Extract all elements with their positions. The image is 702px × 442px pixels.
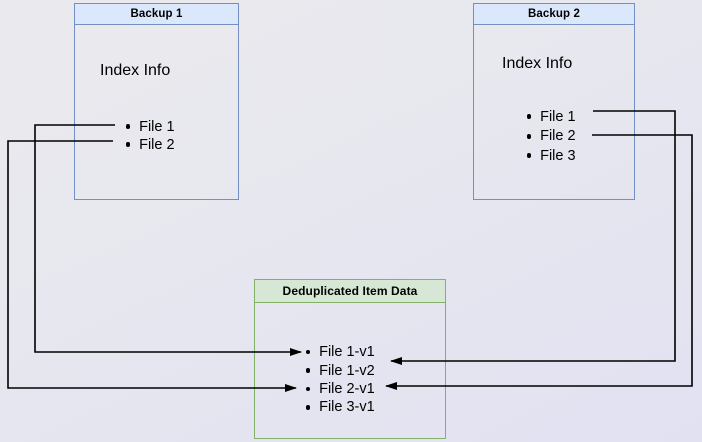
dedup-file1v2-label: File 1-v2 — [319, 362, 375, 379]
node-backup1: Backup 1 Index Info File 1 File 2 — [74, 3, 239, 200]
bullet-icon — [305, 349, 311, 355]
backup2-index-info-label: Index Info — [502, 55, 573, 72]
backup1-index-info-label: Index Info — [100, 62, 171, 79]
backup1-file2-label: File 2 — [139, 136, 175, 153]
bullet-icon — [125, 124, 131, 129]
bullet-icon — [526, 133, 532, 139]
backup1-file1-label: File 1 — [139, 118, 175, 135]
backup2-file2-item: File 2 — [526, 127, 576, 147]
bullet-icon — [526, 114, 532, 120]
node-dedup-title: Deduplicated Item Data — [255, 280, 445, 303]
node-backup2-title: Backup 2 — [474, 4, 634, 25]
backup1-file-list: File 1 File 2 — [125, 118, 175, 154]
backup2-file2-label: File 2 — [540, 128, 576, 145]
bullet-icon — [125, 142, 131, 147]
backup2-file3-label: File 3 — [540, 147, 576, 164]
backup1-file2-item: File 2 — [125, 136, 175, 154]
bullet-icon — [305, 405, 311, 410]
dedup-file-list: File 1-v1 File 1-v2 File 2-v1 File 3-v1 — [305, 343, 375, 417]
node-backup1-title: Backup 1 — [75, 4, 238, 25]
dedup-file2v1-item: File 2-v1 — [305, 380, 375, 398]
bullet-icon — [305, 386, 311, 392]
dedup-file1v2-item: File 1-v2 — [305, 361, 375, 379]
backup2-file1-item: File 1 — [526, 107, 576, 127]
dedup-file3v1-item: File 3-v1 — [305, 398, 375, 416]
node-backup2: Backup 2 Index Info File 1 File 2 File 3 — [473, 3, 635, 200]
bullet-icon — [526, 153, 532, 159]
dedup-file1v1-item: File 1-v1 — [305, 343, 375, 361]
dedup-file2v1-label: File 2-v1 — [319, 380, 375, 397]
dedup-file3v1-label: File 3-v1 — [319, 399, 375, 416]
bullet-icon — [305, 368, 311, 373]
backup2-file3-item: File 3 — [526, 146, 576, 166]
backup2-file-list: File 1 File 2 File 3 — [526, 107, 576, 166]
node-dedup: Deduplicated Item Data File 1-v1 File 1-… — [254, 279, 446, 439]
backup2-file1-label: File 1 — [540, 108, 576, 125]
dedup-file1v1-label: File 1-v1 — [319, 344, 375, 361]
backup1-file1-item: File 1 — [125, 118, 175, 136]
